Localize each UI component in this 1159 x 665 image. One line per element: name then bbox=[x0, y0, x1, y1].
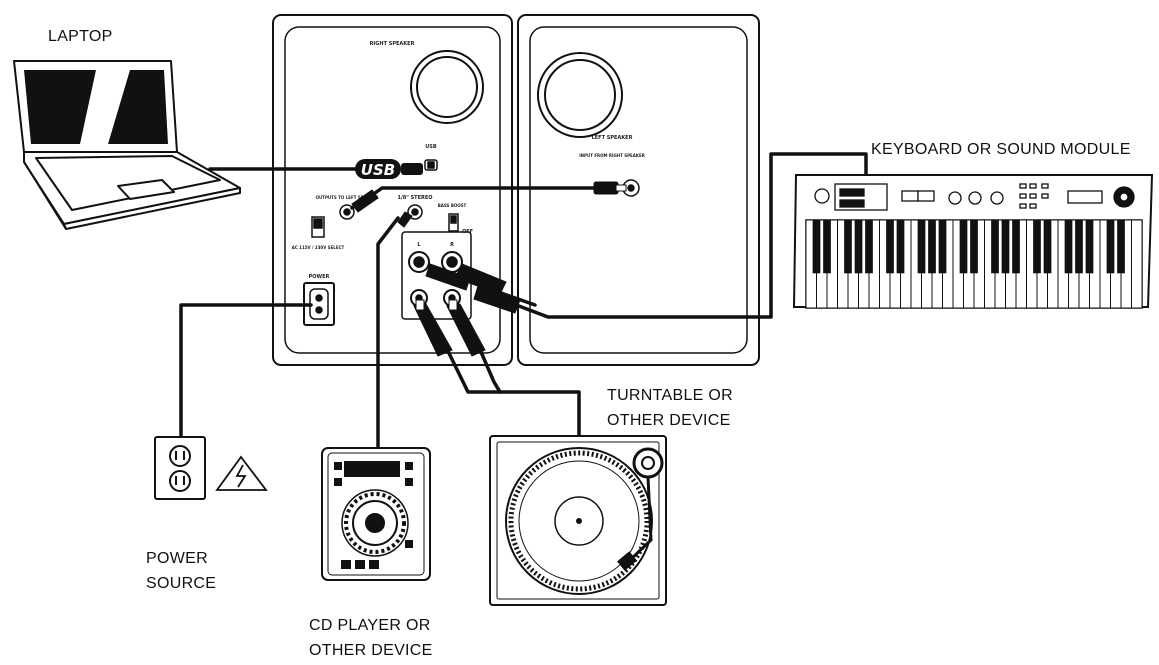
laptop-label: LAPTOP bbox=[48, 28, 113, 45]
black-key bbox=[823, 219, 831, 274]
left-speaker-label: LEFT SPEAKER bbox=[592, 135, 633, 141]
black-key bbox=[991, 219, 999, 274]
laptop-illustration bbox=[13, 60, 241, 230]
keyboard-cable bbox=[501, 152, 868, 319]
keyboard-controls bbox=[814, 183, 1135, 211]
power-outlet bbox=[154, 436, 206, 500]
right-speaker-label: RIGHT SPEAKER bbox=[370, 41, 415, 47]
white-keys bbox=[805, 219, 1143, 309]
keyboard-label: KEYBOARD OR SOUND MODULE bbox=[871, 141, 1131, 158]
black-key bbox=[917, 219, 926, 274]
turntable-illustration bbox=[489, 435, 667, 606]
stereo-label: 1/8" STEREO bbox=[397, 195, 432, 201]
black-key bbox=[896, 219, 905, 274]
high-voltage-icon bbox=[215, 455, 268, 491]
keyboard-illustration bbox=[792, 174, 1154, 309]
cd-player-illustration bbox=[321, 447, 431, 581]
left-speaker-sublabel: INPUT FROM RIGHT SPEAKER bbox=[579, 153, 645, 158]
power-source-label-line1: POWER bbox=[146, 550, 208, 567]
black-key bbox=[1043, 219, 1052, 274]
black-key bbox=[928, 219, 936, 274]
input-l-label: L bbox=[417, 242, 421, 248]
black-key bbox=[1106, 219, 1115, 274]
black-key bbox=[970, 219, 978, 274]
turntable-cable bbox=[443, 343, 581, 438]
panel-labels: RIGHT SPEAKER LEFT SPEAKER INPUT FROM RI… bbox=[292, 41, 645, 280]
black-key bbox=[1085, 219, 1094, 274]
black-key bbox=[1064, 219, 1073, 274]
input-r-label: R bbox=[450, 242, 454, 248]
white-key bbox=[1131, 219, 1143, 309]
usb-port-label: USB bbox=[425, 144, 437, 150]
black-key bbox=[959, 219, 968, 274]
turntable-label-line2: OTHER DEVICE bbox=[607, 412, 731, 429]
black-key bbox=[1012, 219, 1020, 274]
off-label: OFF bbox=[462, 229, 473, 235]
voltage-label: AC 115V / 230V SELECT bbox=[292, 245, 345, 250]
black-key bbox=[938, 219, 947, 274]
plugs bbox=[351, 181, 627, 357]
turntable-label: TURNTABLE OR OTHER DEVICE bbox=[607, 383, 733, 433]
cd-player-label: CD PLAYER OR OTHER DEVICE bbox=[309, 613, 433, 663]
cd-cable bbox=[376, 216, 400, 448]
black-key bbox=[886, 219, 894, 274]
usb-plug: USB bbox=[355, 159, 423, 179]
power-panel-label: POWER bbox=[309, 274, 330, 280]
black-key bbox=[865, 219, 873, 274]
black-key bbox=[1033, 219, 1041, 274]
power-cable bbox=[179, 303, 313, 439]
power-source-label-line2: SOURCE bbox=[146, 575, 217, 592]
black-key bbox=[812, 219, 821, 274]
black-key bbox=[844, 219, 852, 274]
outputs-label: OUTPUTS TO LEFT SPEAKER bbox=[316, 195, 379, 200]
black-keys bbox=[812, 219, 1125, 274]
black-key bbox=[1001, 219, 1010, 274]
black-key bbox=[1075, 219, 1083, 274]
turntable-label-line1: TURNTABLE OR bbox=[607, 387, 733, 404]
black-key bbox=[1117, 219, 1125, 274]
power-source-label: POWER SOURCE bbox=[146, 546, 216, 596]
cd-player-label-line2: OTHER DEVICE bbox=[309, 642, 433, 659]
black-key bbox=[854, 219, 863, 274]
bass-boost-label: BASS BOOST bbox=[438, 203, 467, 208]
usb-logo: USB bbox=[361, 161, 395, 179]
cd-player-label-line1: CD PLAYER OR bbox=[309, 617, 431, 634]
